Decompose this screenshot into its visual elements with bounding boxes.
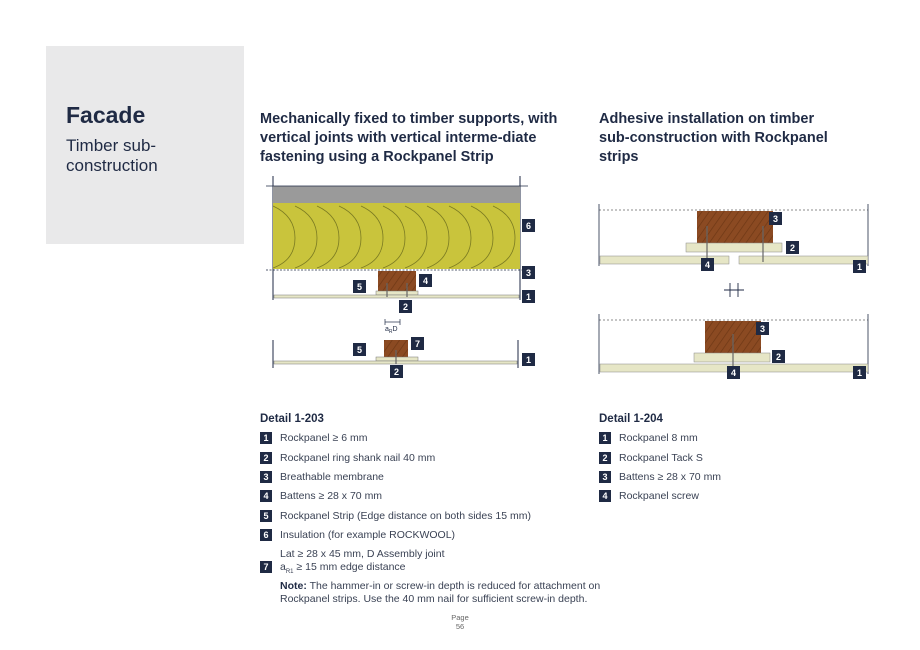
right-drawing-top — [598, 204, 869, 266]
svg-text:2: 2 — [394, 367, 399, 377]
svg-text:6: 6 — [526, 221, 531, 231]
dimension-marker: aRD — [384, 319, 401, 335]
svg-text:3: 3 — [760, 324, 765, 334]
callout-4a: 4 — [419, 274, 432, 287]
callout-7: 7 — [411, 337, 424, 350]
callout-5a: 5 — [353, 280, 366, 293]
batten — [378, 271, 416, 291]
svg-text:2: 2 — [403, 302, 408, 312]
left-heading: Mechanically fixed to timber supports, w… — [260, 111, 558, 165]
rockpanel-board — [273, 294, 520, 299]
svg-text:4: 4 — [731, 368, 736, 378]
callout-3c: 3 — [769, 212, 782, 225]
svg-text:1: 1 — [857, 262, 862, 272]
callout-1b: 1 — [522, 353, 535, 366]
svg-text:1: 1 — [526, 355, 531, 365]
callout-6: 6 — [522, 219, 535, 232]
svg-text:aRD: aRD — [385, 326, 398, 335]
joint-symbol — [724, 283, 744, 297]
right-detail-title: Detail 1-204 — [599, 413, 663, 425]
left-legend-item-7: 7 Lat ≥ 28 x 45 mm, D Assembly joint aR1… — [260, 548, 445, 579]
section-subtitle: Timber sub-construction — [66, 136, 158, 175]
svg-text:2: 2 — [790, 243, 795, 253]
callout-3a: 3 — [522, 266, 535, 279]
note: Note: The hammer-in or screw-in depth is… — [280, 580, 601, 605]
svg-text:4: 4 — [423, 276, 428, 286]
callout-2b: 2 — [390, 365, 403, 378]
callout-4c: 4 — [701, 258, 714, 271]
callout-3d: 3 — [756, 322, 769, 335]
callout-5b: 5 — [353, 343, 366, 356]
callout-1d: 1 — [853, 366, 866, 379]
svg-text:1: 1 — [526, 292, 531, 302]
right-drawing-bottom — [598, 314, 869, 374]
callout-2d: 2 — [772, 350, 785, 363]
left-detail-title: Detail 1-203 — [260, 413, 324, 425]
insulation-layer — [273, 203, 520, 269]
rockpanel-strip — [375, 290, 419, 296]
callout-1a: 1 — [522, 290, 535, 303]
technical-drawings: 5 4 2 6 3 1 aRD 5 7 2 1 3 2 4 1 — [266, 176, 869, 379]
right-heading: Adhesive installation on timber sub-cons… — [599, 111, 828, 165]
svg-text:4: 4 — [705, 260, 710, 270]
left-drawing-bottom — [272, 340, 519, 368]
wall-layer — [273, 186, 520, 203]
svg-text:7: 7 — [415, 339, 420, 349]
svg-text:3: 3 — [773, 214, 778, 224]
section-header-box — [46, 46, 244, 244]
svg-text:5: 5 — [357, 345, 362, 355]
callout-2a: 2 — [399, 300, 412, 313]
svg-text:1: 1 — [857, 368, 862, 378]
callout-1c: 1 — [853, 260, 866, 273]
svg-text:2: 2 — [776, 352, 781, 362]
svg-text:3: 3 — [526, 268, 531, 278]
svg-text:5: 5 — [357, 282, 362, 292]
callout-4d: 4 — [727, 366, 740, 379]
section-title: Facade — [66, 102, 146, 128]
callout-2c: 2 — [786, 241, 799, 254]
left-drawing-top — [266, 176, 528, 300]
